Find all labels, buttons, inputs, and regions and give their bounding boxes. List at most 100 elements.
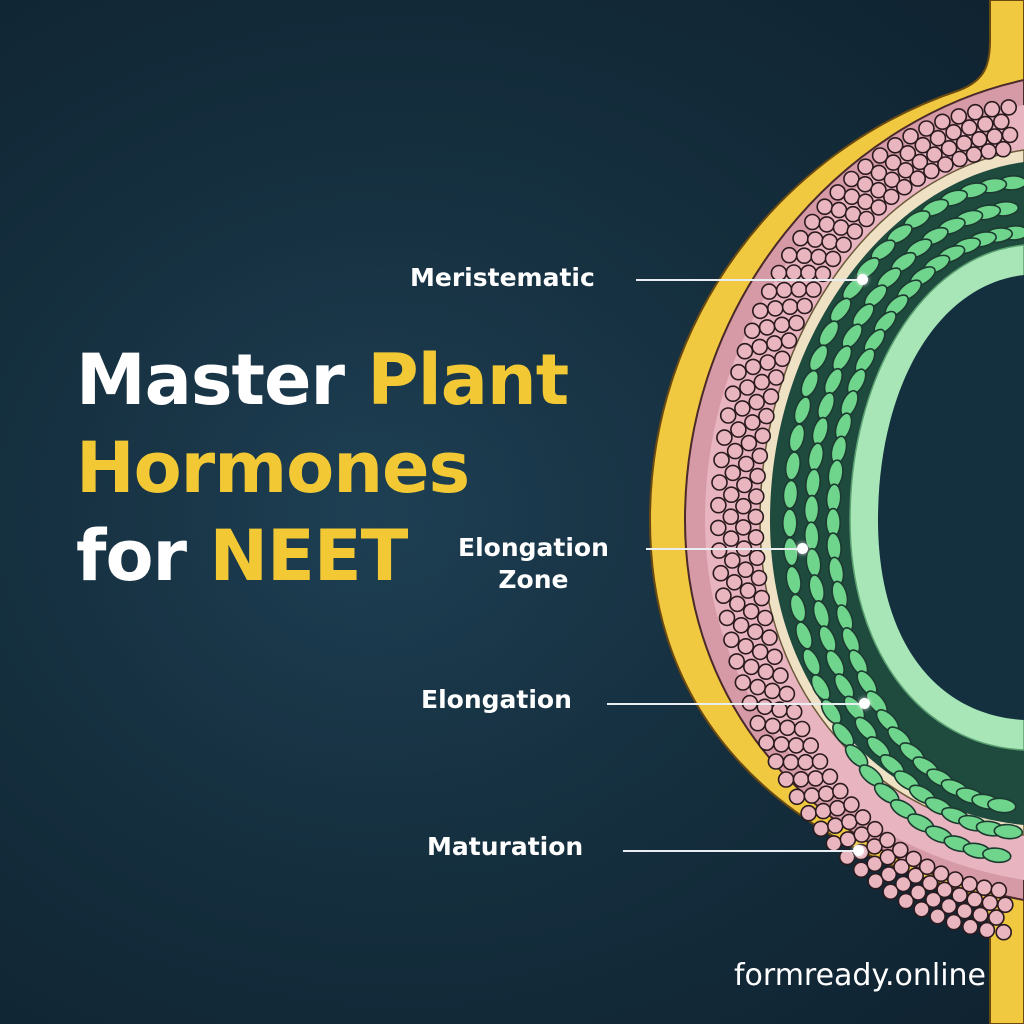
- cortex-cell: [879, 848, 897, 866]
- cortex-cell: [995, 923, 1013, 941]
- cortex-cell: [728, 595, 746, 613]
- cortex-cell: [940, 897, 958, 915]
- cortex-cell: [785, 264, 803, 281]
- cortex-cell: [945, 913, 963, 931]
- cortex-cell: [803, 213, 821, 231]
- cortex-cell: [726, 442, 744, 460]
- cortex-cell: [728, 653, 746, 670]
- cortex-cell: [777, 771, 795, 788]
- cortex-cell: [960, 119, 978, 136]
- cortex-cell: [921, 874, 939, 892]
- cortex-cell: [744, 414, 761, 431]
- cortex-cell: [725, 573, 743, 591]
- cortex-cell: [821, 768, 839, 786]
- cortex-cell: [965, 146, 983, 163]
- cortex-cell: [746, 623, 764, 641]
- cortex-cell: [739, 582, 757, 599]
- cortex-cell: [790, 281, 808, 298]
- cortex-cell: [742, 658, 760, 676]
- cortex-cell: [778, 685, 796, 703]
- cortex-cell: [797, 753, 814, 771]
- cortex-cell: [814, 802, 832, 820]
- cortex-cell: [951, 150, 968, 168]
- cortex-cell: [1000, 99, 1018, 116]
- cortex-cell: [926, 146, 943, 163]
- cortex-cell: [992, 113, 1010, 131]
- cortex-cell: [857, 158, 874, 175]
- cortex-cell: [747, 488, 765, 505]
- cortex-cell: [880, 866, 898, 883]
- cortex-cell: [871, 147, 889, 164]
- cortex-cell: [893, 858, 910, 876]
- cortex-cell: [757, 663, 775, 681]
- label-elongation-zone: Elongation Zone: [458, 532, 609, 596]
- cortex-cell: [840, 813, 858, 831]
- cortex-cell: [805, 281, 822, 298]
- cortex-cell: [852, 861, 870, 879]
- cortex-cell: [795, 247, 813, 264]
- cortex-cell: [758, 319, 776, 336]
- cortex-cell: [792, 229, 809, 247]
- cortex-cell: [825, 835, 843, 852]
- headline-word-neet: NEET: [209, 515, 408, 597]
- cortex-cell: [882, 883, 899, 901]
- cortex-cell: [767, 369, 785, 386]
- cortex-cell: [802, 737, 820, 754]
- cortex-cell: [780, 332, 798, 349]
- cortex-cell: [722, 508, 740, 526]
- cortex-cell: [829, 184, 847, 201]
- cortex-cell: [781, 298, 799, 316]
- cortex-cell: [737, 561, 754, 579]
- cortex-cell: [787, 737, 805, 754]
- cortex-cell: [742, 603, 760, 620]
- leader-line-maturation: [623, 850, 859, 852]
- cortex-cell: [737, 455, 755, 473]
- cortex-cell: [756, 698, 774, 716]
- cortex-cell: [734, 400, 751, 417]
- cortex-cell: [829, 799, 846, 817]
- pointer-dot-elongation: [859, 698, 870, 709]
- cortex-cell: [736, 342, 754, 360]
- vascular-cell: [803, 494, 820, 525]
- cortex-cell: [902, 128, 919, 145]
- cortex-cell: [803, 787, 821, 804]
- cortex-cell: [983, 100, 1001, 118]
- pointer-dot-elongation-zone: [797, 543, 808, 554]
- cortex-cell: [895, 178, 913, 196]
- cortex-cell: [854, 809, 872, 826]
- cortex-cell: [811, 753, 829, 770]
- cortex-cell: [816, 198, 834, 215]
- label-meristematic: Meristematic: [410, 263, 595, 292]
- cortex-cell: [711, 474, 728, 491]
- cortex-cell: [800, 804, 817, 822]
- headline-line-3: for NEET: [76, 512, 568, 600]
- cortex-cell: [775, 281, 793, 299]
- cortex-cell: [832, 219, 850, 236]
- cortex-cell: [925, 891, 942, 909]
- cortex-cell: [907, 867, 924, 885]
- cortex-cell: [905, 850, 922, 868]
- cortex-cell: [883, 171, 901, 189]
- cortex-cell: [858, 210, 875, 228]
- cortex-cell: [891, 841, 909, 859]
- cortex-cell: [990, 881, 1008, 899]
- cortex-cell: [929, 129, 947, 147]
- cortex-cell: [899, 145, 917, 162]
- cortex-cell: [767, 753, 785, 770]
- cortex-cell: [961, 918, 979, 936]
- cortex-cell: [932, 865, 950, 883]
- cortex-cell: [793, 720, 811, 738]
- cortex-cell: [710, 542, 728, 559]
- website-link[interactable]: formready.online: [733, 958, 986, 993]
- cortex-cell: [824, 250, 842, 268]
- cortex-cell: [882, 188, 900, 206]
- cortex-cell: [911, 153, 929, 171]
- cortex-cell: [994, 140, 1012, 158]
- cortex-cell: [739, 379, 756, 396]
- cortex-cell: [830, 201, 848, 219]
- cortex-cell: [747, 529, 765, 546]
- cortex-cell: [737, 637, 755, 655]
- cortex-cell: [937, 156, 954, 173]
- cortex-cell: [785, 703, 803, 721]
